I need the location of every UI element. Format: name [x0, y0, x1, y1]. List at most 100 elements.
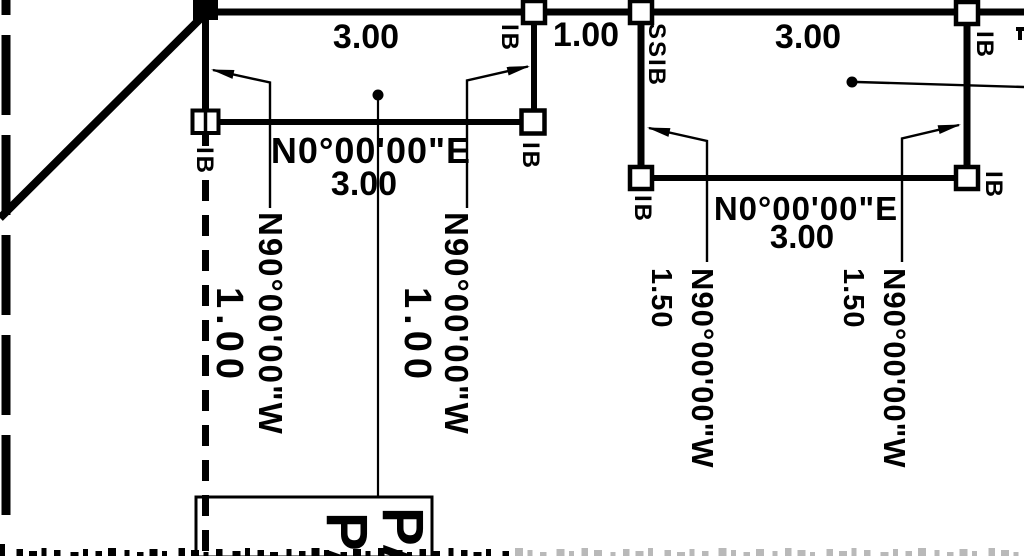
ib-tag: IB: [971, 31, 998, 59]
monument-square: [520, 0, 548, 26]
cutoff-glyph-mark: [918, 548, 926, 556]
lot1-bearing-label: N0°00'00"E: [271, 130, 471, 171]
lot2-offset-dim-2: 1.50: [837, 268, 869, 328]
cutoff-glyph-mark: [839, 551, 847, 556]
cutoff-glyph-mark: [851, 548, 857, 556]
partial-label-glyph: [1016, 27, 1024, 40]
witness-leader-2: [465, 65, 529, 208]
cutoff-glyph-mark: [731, 550, 736, 556]
monuments: [190, 0, 981, 192]
cutoff-glyph-mark: [432, 551, 440, 556]
lot2-center-dot: [846, 76, 858, 88]
lot1-bottom-dimension: 3.00: [331, 165, 397, 203]
cutoff-glyph-mark: [286, 549, 292, 556]
label-box: [194, 495, 434, 556]
cutoff-glyph-mark: [149, 549, 158, 556]
lot1-offset-dim-1: 1.00: [208, 287, 250, 385]
cutoff-glyph-mark: [340, 552, 347, 556]
found-monument-filled-square: [193, 0, 218, 20]
cutoff-glyph-mark: [689, 549, 695, 556]
cutoff-glyph-mark: [365, 551, 371, 556]
lot2-center-leader-line: [856, 80, 1024, 89]
cutoff-glyph-mark: [756, 549, 764, 556]
cutoff-glyph-mark: [486, 549, 491, 556]
ib-tag: IB: [517, 142, 544, 170]
cutoff-glyph-mark: [677, 552, 685, 556]
cutoff-glyph-mark: [515, 548, 523, 556]
cutoff-glyph-mark: [702, 551, 709, 556]
cutoff-glyph-mark: [664, 550, 671, 556]
box-text-line2: PA: [314, 512, 379, 556]
cutoff-glyph-mark: [527, 550, 533, 556]
cutoff-glyph-mark: [826, 549, 833, 556]
cutoff-glyph-mark: [353, 549, 361, 556]
lot2-top-dimension: 3.00: [775, 18, 841, 56]
cutoff-glyph-mark: [556, 549, 565, 556]
cutoff-glyph-mark: [203, 552, 209, 556]
cutoff-glyph-mark: [972, 551, 977, 556]
cutoff-glyph-mark: [124, 550, 130, 556]
cutoff-glyph-mark: [0, 544, 5, 556]
cutoff-glyph-mark: [83, 549, 88, 556]
witness-leader-4: [900, 123, 960, 262]
cutoff-glyph-mark: [893, 549, 898, 556]
arrowhead-icon: [937, 124, 961, 135]
label-box-text: PA PA: [314, 507, 430, 556]
cutoff-glyph-mark: [461, 550, 468, 556]
cutoff-glyph-mark: [137, 552, 144, 556]
cutoff-glyph-mark: [797, 550, 806, 556]
witness-leader-3: [648, 126, 709, 262]
cutoff-glyph-mark: [394, 550, 403, 556]
cutoff-glyph-mark: [324, 550, 329, 556]
cutoff-glyph-mark: [635, 551, 644, 556]
cutoff-glyph-mark: [947, 552, 954, 556]
cutoff-glyph-mark: [718, 548, 727, 556]
witness-leader-1: [212, 68, 272, 208]
monument-square: [627, 164, 655, 192]
lot1-top-dimension: 3.00: [333, 18, 399, 56]
ssib-tag: SSIB: [643, 23, 670, 87]
cutoff-glyph-mark: [772, 551, 778, 556]
cutoff-glyph-mark: [448, 548, 454, 556]
cutoff-glyph-mark: [29, 551, 37, 556]
lot2-offset-dim-1: 1.50: [645, 268, 677, 328]
cutoff-glyph-mark: [1013, 552, 1019, 556]
diagonal-boundary-line: [0, 9, 210, 221]
cutoff-glyph-mark: [108, 548, 116, 556]
cutoff-glyph-mark: [232, 551, 241, 556]
monument-square: [953, 0, 981, 27]
cutoff-glyph-mark: [70, 552, 79, 556]
cutoff-glyph-mark: [41, 548, 47, 556]
arrowhead-icon: [211, 69, 235, 79]
lot2-bottom-dimension: 3.00: [770, 218, 834, 255]
dimension-labels: 3.00 1.00 3.00 N0°00'00"E 3.00 N0°00'00"…: [271, 16, 898, 255]
cutoff-glyph-mark: [569, 551, 574, 556]
double-monument-square: [190, 108, 221, 135]
cutoff-glyph-mark: [311, 548, 320, 556]
cutoff-glyph-mark: [610, 552, 616, 556]
monument-square: [519, 108, 547, 136]
lot1-west-bearing-2: N90°00'00"W: [438, 212, 475, 436]
ib-tag: IB: [496, 24, 523, 52]
cutoff-glyph-mark: [959, 549, 968, 556]
cutoff-glyph-mark: [473, 552, 482, 556]
cutoff-glyph-mark: [864, 550, 871, 556]
cutoff-glyph-mark: [419, 549, 426, 556]
cutoff-glyph-mark: [95, 551, 102, 556]
ib-tag: IB: [629, 195, 656, 223]
cutoff-glyph-mark: [905, 551, 912, 556]
monument-square: [627, 0, 655, 26]
cutoff-glyph-mark: [270, 552, 278, 556]
lot1-center-dot: [372, 89, 384, 101]
lot2-bearing-label: N0°00'00"E: [714, 190, 898, 227]
leaders: [211, 65, 1024, 497]
lot1-west-bearing-1: N90°00'00"W: [252, 212, 289, 436]
cutoff-glyph-mark: [257, 550, 264, 556]
cutoff-glyph-mark: [743, 552, 750, 556]
cutoff-glyph-mark: [245, 548, 250, 556]
cutoff-glyph-mark: [1001, 550, 1009, 556]
monument-tags: IB IB IB SSIB IB IB IB: [191, 23, 1007, 223]
monument-square: [953, 164, 981, 192]
